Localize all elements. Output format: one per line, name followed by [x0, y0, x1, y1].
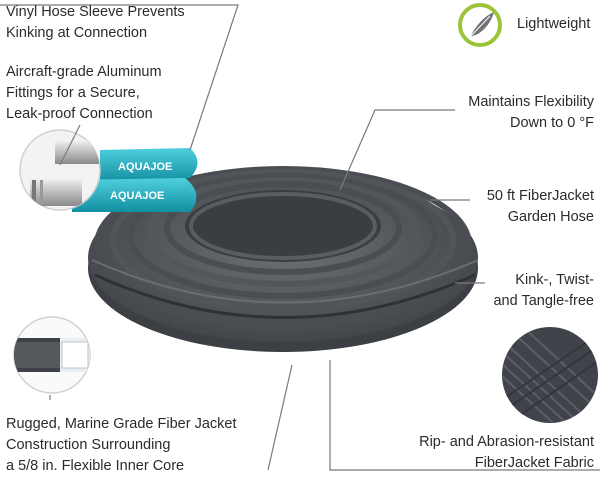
leader-line-construction [267, 364, 293, 471]
callout-construction-line2: Construction Surrounding [6, 437, 171, 453]
callout-flexibility: Maintains Flexibility Down to 0 °F [468, 92, 594, 134]
callout-kink-free-line2: and Tangle-free [493, 293, 594, 309]
callout-hose-name-line2: Garden Hose [507, 209, 594, 225]
callout-kink-free-line1: Kink-, Twist- [515, 272, 594, 288]
feather-badge [458, 3, 502, 47]
callout-fabric: Rip- and Abrasion-resistant FiberJacket … [419, 432, 594, 474]
callout-hose-name-line1: 50 ft FiberJacket [486, 188, 594, 204]
callout-vinyl-sleeve: Vinyl Hose Sleeve Prevents Kinking at Co… [6, 2, 185, 44]
callout-vinyl-sleeve-line2: Kinking at Connection [6, 25, 148, 41]
callout-lightweight: Lightweight [517, 16, 591, 32]
leader-line-flexibility [339, 109, 455, 191]
callout-construction-line3: a 5/8 in. Flexible Inner Core [6, 458, 185, 474]
inner-core-closeup-circle [13, 316, 91, 394]
callout-fabric-line2: FiberJacket Fabric [474, 455, 594, 471]
callout-flexibility-line2: Down to 0 °F [510, 115, 594, 131]
fabric-closeup-circle [502, 327, 598, 423]
hose-connector-sleeves: AQUAJOE AQUAJOE [72, 148, 198, 212]
leader-line-vinyl-sleeve [0, 4, 239, 151]
callout-flexibility-line1: Maintains Flexibility [468, 94, 594, 110]
callout-vinyl-sleeve-line1: Vinyl Hose Sleeve Prevents [6, 4, 185, 20]
callout-construction: Rugged, Marine Grade Fiber Jacket Constr… [6, 414, 237, 477]
brand-logo-lower: AQUAJOE [110, 190, 164, 202]
callout-hose-name: 50 ft FiberJacket Garden Hose [487, 186, 594, 228]
leader-lines [0, 4, 600, 471]
callout-fabric-line1: Rip- and Abrasion-resistant [419, 434, 594, 450]
callout-fittings-line1: Aircraft-grade Aluminum [6, 64, 162, 80]
callout-fittings: Aircraft-grade Aluminum Fittings for a S… [6, 62, 162, 125]
leader-line-fittings [59, 124, 81, 166]
brand-logo-upper: AQUAJOE [118, 161, 172, 173]
callout-kink-free: Kink-, Twist- and Tangle-free [493, 270, 594, 312]
hose-coil [88, 166, 479, 352]
callout-fittings-line2: Fittings for a Secure, [6, 85, 140, 101]
callout-fittings-line3: Leak-proof Connection [6, 106, 153, 122]
leader-line-fabric [329, 360, 600, 471]
callout-construction-line1: Rugged, Marine Grade Fiber Jacket [6, 416, 237, 432]
fittings-closeup-circle [19, 129, 101, 211]
